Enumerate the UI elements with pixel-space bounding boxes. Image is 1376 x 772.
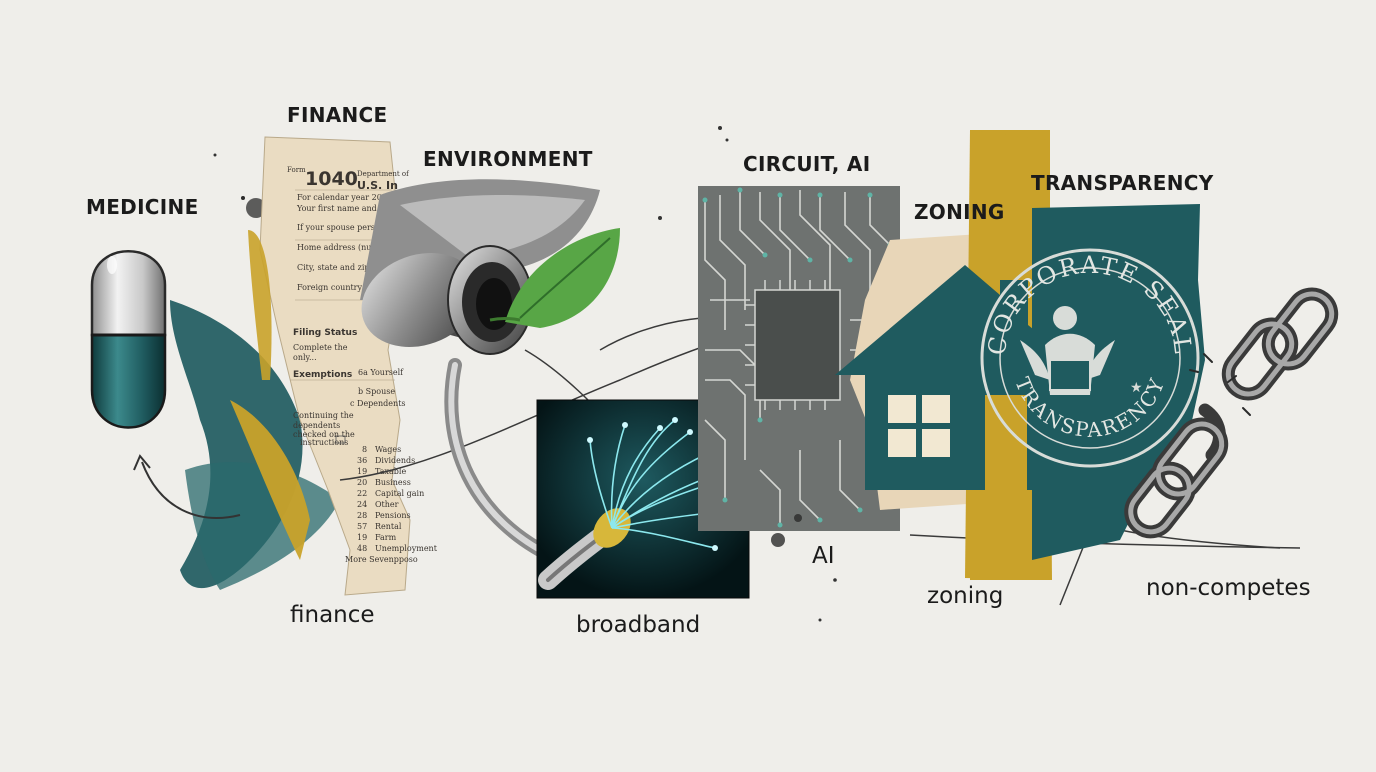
broken-chain-icon bbox=[1124, 287, 1339, 539]
svg-text:24: 24 bbox=[357, 500, 367, 509]
house-icon bbox=[835, 265, 1090, 490]
svg-text:48: 48 bbox=[357, 544, 367, 553]
label-finance-lower: finance bbox=[290, 602, 375, 628]
label-transparency: TRANSPARENCY bbox=[1031, 171, 1214, 195]
label-non-competes: non-competes bbox=[1146, 575, 1311, 601]
label-environment: ENVIRONMENT bbox=[423, 147, 593, 171]
svg-text:If your spouse personal are: If your spouse personal are bbox=[297, 223, 408, 232]
svg-text:More Sevenpposo: More Sevenpposo bbox=[345, 555, 418, 564]
svg-text:28: 28 bbox=[357, 511, 367, 520]
svg-text:b Spouse: b Spouse bbox=[358, 387, 395, 396]
label-zoning-upper: ZONING bbox=[914, 200, 1005, 224]
label-finance-upper: FINANCE bbox=[287, 103, 388, 127]
svg-text:Dividends: Dividends bbox=[375, 456, 415, 465]
svg-text:★: ★ bbox=[1130, 380, 1143, 396]
svg-text:Department of: Department of bbox=[357, 170, 410, 178]
svg-text:Foreign country name: Foreign country name bbox=[297, 283, 387, 292]
svg-text:Filing Status: Filing Status bbox=[293, 328, 357, 338]
svg-text:Unemployment: Unemployment bbox=[375, 544, 438, 553]
svg-text:Home address (number and: Home address (number and bbox=[297, 243, 410, 252]
svg-text:Farm: Farm bbox=[375, 533, 397, 542]
svg-text:only...: only... bbox=[293, 353, 317, 362]
svg-text:U.S. In: U.S. In bbox=[357, 179, 398, 192]
svg-text:Pensions: Pensions bbox=[375, 511, 411, 520]
svg-text:dependents: dependents bbox=[293, 421, 340, 430]
svg-text:Rental: Rental bbox=[375, 522, 402, 531]
svg-text:Your first name and initial: Your first name and initial bbox=[296, 204, 403, 213]
svg-text:c Dependents: c Dependents bbox=[350, 399, 406, 408]
label-circuit-ai: CIRCUIT, AI bbox=[743, 152, 871, 176]
pill-capsule-icon bbox=[90, 250, 167, 429]
svg-text:City, state and zip code: City, state and zip code bbox=[297, 263, 391, 272]
label-ai: AI bbox=[812, 543, 835, 569]
svg-text:checked on the: checked on the bbox=[293, 430, 355, 439]
fiber-optic-icon bbox=[538, 417, 743, 590]
svg-text:57: 57 bbox=[357, 522, 367, 531]
label-zoning-lower: zoning bbox=[927, 583, 1004, 609]
svg-text:8: 8 bbox=[362, 445, 367, 454]
svg-text:Complete the: Complete the bbox=[293, 343, 348, 352]
svg-text:Form: Form bbox=[287, 166, 306, 174]
svg-text:Business: Business bbox=[375, 478, 411, 487]
leaf-icon bbox=[489, 228, 620, 328]
svg-text:Other: Other bbox=[375, 500, 399, 509]
svg-text:Taxable: Taxable bbox=[375, 467, 406, 476]
svg-text:Wages: Wages bbox=[375, 445, 401, 454]
svg-text:Continuing the: Continuing the bbox=[293, 411, 354, 420]
svg-text:Exemptions: Exemptions bbox=[293, 370, 352, 380]
svg-text:For calendar year 2017 or: For calendar year 2017 or bbox=[297, 193, 403, 202]
svg-text:6a Yourself: 6a Yourself bbox=[358, 368, 404, 377]
svg-text:36: 36 bbox=[357, 456, 367, 465]
environment-artwork bbox=[213, 126, 729, 355]
svg-text:instructions: instructions bbox=[300, 438, 348, 447]
svg-text:20: 20 bbox=[357, 478, 367, 487]
svg-text:19: 19 bbox=[357, 533, 367, 542]
svg-text:1040: 1040 bbox=[305, 168, 358, 190]
svg-text:22: 22 bbox=[357, 489, 367, 498]
label-broadband: broadband bbox=[576, 612, 701, 638]
svg-text:19: 19 bbox=[357, 467, 367, 476]
svg-text:Capital gain: Capital gain bbox=[375, 489, 424, 498]
label-medicine: MEDICINE bbox=[86, 195, 199, 219]
